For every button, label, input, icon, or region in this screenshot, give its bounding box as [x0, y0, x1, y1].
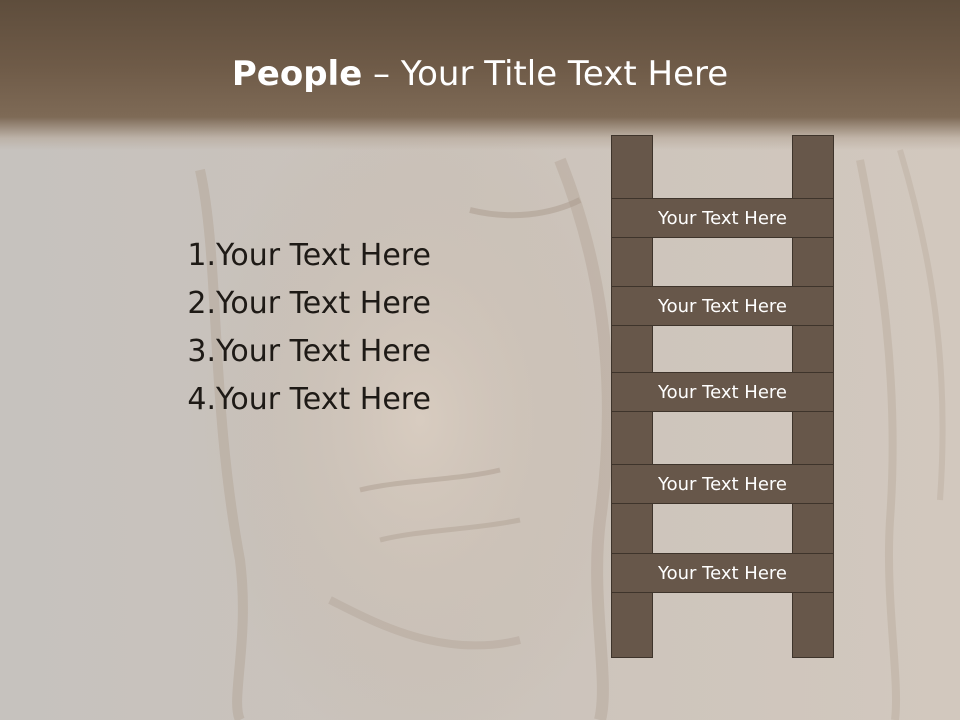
list-item-text: Your Text Here	[216, 382, 431, 417]
list-item-number: 2.	[187, 286, 216, 321]
list-item: 1. Your Text Here	[150, 232, 550, 280]
ladder-rung-3: Your Text Here	[611, 372, 834, 412]
list-item-number: 1.	[187, 238, 216, 273]
ladder-rung-5: Your Text Here	[611, 553, 834, 593]
ladder-rung-1: Your Text Here	[611, 198, 834, 238]
list-item-text: Your Text Here	[216, 238, 431, 273]
slide-title-bold: People	[231, 54, 363, 94]
list-item: 2. Your Text Here	[150, 280, 550, 328]
list-item: 3. Your Text Here	[150, 328, 550, 376]
list-item-number: 4.	[187, 382, 216, 417]
title-bar	[0, 0, 960, 150]
slide-title: People – Your Title Text Here	[0, 50, 960, 98]
numbered-list: 1. Your Text Here 2. Your Text Here 3. Y…	[150, 232, 550, 424]
slide-title-rest: – Your Title Text Here	[362, 54, 729, 94]
ladder-rung-2: Your Text Here	[611, 286, 834, 326]
ladder-rung-4: Your Text Here	[611, 464, 834, 504]
ladder-diagram: Your Text Here Your Text Here Your Text …	[611, 135, 834, 658]
list-item-text: Your Text Here	[216, 286, 431, 321]
list-item-number: 3.	[187, 334, 216, 369]
list-item-text: Your Text Here	[216, 334, 431, 369]
list-item: 4. Your Text Here	[150, 376, 550, 424]
